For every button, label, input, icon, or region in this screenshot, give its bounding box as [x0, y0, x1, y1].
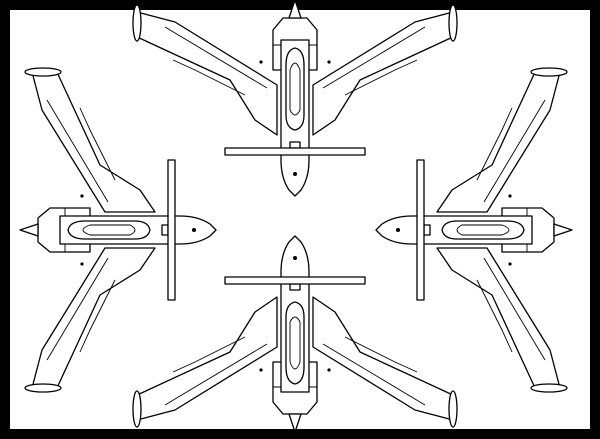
aircraft-top [132, 0, 458, 197]
aircraft-left [19, 67, 217, 393]
aircraft-bottom [132, 235, 458, 433]
aircraft-right [375, 67, 573, 393]
